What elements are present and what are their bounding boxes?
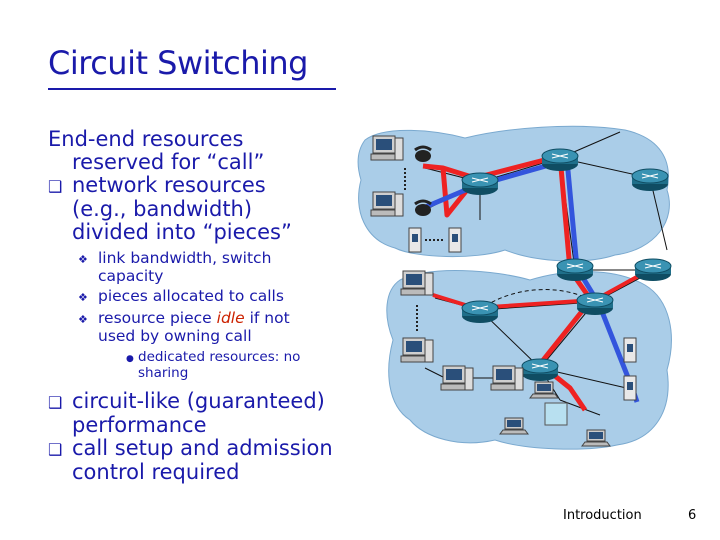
router-icon	[576, 292, 614, 316]
diamond-bullet-icon: ❖	[78, 313, 88, 326]
desktop-computer-icon	[370, 191, 404, 217]
router-icon	[521, 358, 559, 382]
bullet-text-cont: (e.g., bandwidth)	[72, 197, 253, 221]
sub-bullet-idle: ❖ resource piece idle if not used by owni…	[78, 310, 388, 344]
circuit-network-diagram	[357, 125, 672, 450]
bullet-text-cont: performance	[72, 413, 207, 437]
router-icon	[634, 258, 672, 282]
desktop-computer-icon	[400, 337, 434, 363]
slide-title: Circuit Switching	[48, 44, 308, 82]
title-underline	[48, 88, 336, 90]
diamond-bullet-icon: ❖	[78, 291, 88, 304]
network-cloud-bottom	[386, 270, 672, 450]
sub-bullet-text: link bandwidth, switch	[98, 249, 272, 267]
sub-bullet-text: pieces allocated to calls	[98, 287, 284, 305]
router-icon	[556, 258, 594, 282]
router-icon	[541, 148, 579, 172]
bullet-network-resources: ❑ network resources	[48, 174, 388, 198]
server-icon	[448, 227, 462, 253]
bullet-call-setup: ❑ call setup and admission	[48, 437, 388, 461]
slide-body: End-end resources reserved for “call” ❑ n…	[48, 128, 388, 484]
bullet-text: call setup and admission	[72, 436, 333, 460]
sub-sub-bullet-dedicated: ● dedicated resources: no sharing	[126, 350, 388, 380]
bullet-text-cont: control required	[72, 460, 240, 484]
desktop-computer-icon	[490, 365, 524, 391]
sub-sub-bullet-text-cont: sharing	[138, 365, 189, 381]
server-icon	[408, 227, 422, 253]
bullet-text-cont: divided into “pieces”	[72, 220, 292, 244]
q-bullet-icon: ❑	[48, 440, 63, 459]
network-cloud-top	[357, 125, 670, 262]
intro-line: End-end resources	[48, 127, 244, 151]
diamond-bullet-icon: ❖	[78, 253, 88, 266]
idle-emphasis: idle	[216, 309, 245, 327]
page-number: 6	[688, 508, 697, 523]
router-icon	[461, 172, 499, 196]
circuit-path-red-3	[432, 266, 654, 310]
intro-line-2: reserved for “call”	[72, 150, 265, 174]
desktop-computer-icon	[440, 365, 474, 391]
sub-sub-bullet-text: dedicated resources: no	[138, 349, 301, 365]
wireless-access-point-icon	[544, 402, 568, 426]
bullet-circuit-like: ❑ circuit-like (guaranteed)	[48, 390, 388, 414]
router-icon	[631, 168, 669, 192]
dot-bullet-icon: ●	[126, 354, 134, 364]
server-icon	[623, 337, 637, 363]
desktop-computer-icon	[400, 270, 434, 296]
sub-bullet-text-cont: capacity	[98, 267, 164, 285]
server-icon	[623, 375, 637, 401]
router-icon	[461, 300, 499, 324]
sub-bullet-link-bandwidth: ❖ link bandwidth, switch capacity	[78, 250, 388, 284]
footer-section-label: Introduction	[563, 508, 642, 523]
q-bullet-icon: ❑	[48, 177, 63, 196]
sub-bullet-text: resource piece	[98, 309, 217, 327]
q-bullet-icon: ❑	[48, 393, 63, 412]
sub-bullet-pieces: ❖ pieces allocated to calls	[78, 288, 388, 306]
sub-bullet-text-cont: used by owning call	[98, 327, 252, 345]
desktop-computer-icon	[370, 135, 404, 161]
bullet-text: circuit-like (guaranteed)	[72, 389, 325, 413]
sub-bullet-text: if not	[244, 309, 290, 327]
bullet-text: network resources	[72, 173, 266, 197]
